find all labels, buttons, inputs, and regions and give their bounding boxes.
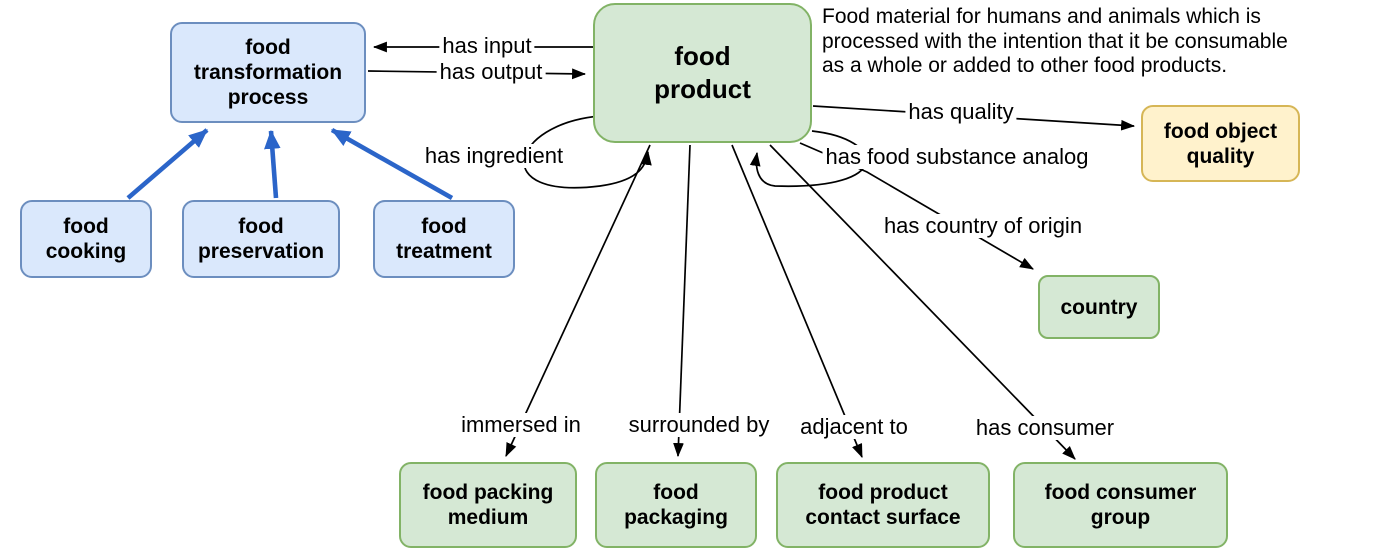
subclass-arrow-food-preservation bbox=[264, 129, 281, 199]
description-line: as a whole or added to other food produc… bbox=[822, 54, 1228, 77]
edge-label-has-food-substance-analog: has food substance analog bbox=[822, 145, 1092, 169]
node-label-line: packaging bbox=[624, 506, 728, 529]
node-food-packaging[interactable]: food packaging bbox=[595, 462, 757, 548]
edge-surrounded-by bbox=[673, 144, 691, 458]
edge-label-has-output: has output bbox=[436, 60, 546, 84]
node-label-line: food bbox=[674, 41, 731, 71]
edge-label-has-consumer: has consumer bbox=[972, 416, 1118, 440]
node-label-line: medium bbox=[447, 506, 529, 529]
edge-label-has-input: has input bbox=[439, 34, 535, 58]
node-label-line: food object bbox=[1163, 119, 1278, 143]
edge-immersed-in bbox=[505, 144, 651, 457]
node-label-line: group bbox=[1090, 506, 1151, 529]
edge-has-food-substance-analog-loop bbox=[749, 130, 867, 187]
node-country[interactable]: country bbox=[1038, 275, 1160, 339]
node-label-line: process bbox=[227, 86, 309, 109]
food-product-description: Food material for humans and animals whi… bbox=[822, 5, 1288, 79]
node-food-product[interactable]: food product bbox=[593, 3, 812, 143]
node-label-line: contact surface bbox=[805, 506, 961, 529]
node-food-product-contact-surface[interactable]: food product contact surface bbox=[776, 462, 990, 548]
node-label-line: preservation bbox=[197, 240, 325, 263]
node-food-treatment[interactable]: food treatment bbox=[373, 200, 515, 278]
node-label-line: cooking bbox=[45, 240, 127, 263]
node-food-preservation[interactable]: food preservation bbox=[182, 200, 340, 278]
node-food-transformation-process[interactable]: food transformation process bbox=[170, 22, 366, 123]
node-label-line: food bbox=[653, 481, 699, 504]
node-label-line: product bbox=[654, 74, 751, 104]
node-food-consumer-group[interactable]: food consumer group bbox=[1013, 462, 1228, 548]
node-label-line: food packing bbox=[422, 481, 554, 504]
edge-label-surrounded-by: surrounded by bbox=[625, 413, 773, 437]
node-label-line: country bbox=[1060, 295, 1138, 319]
node-food-object-quality[interactable]: food object quality bbox=[1141, 105, 1300, 182]
subclass-arrow-food-treatment bbox=[330, 127, 454, 201]
node-label-line: food bbox=[421, 215, 467, 238]
edge-label-has-quality: has quality bbox=[905, 100, 1017, 124]
node-label-line: food bbox=[63, 215, 109, 238]
edge-label-has-ingredient: has ingredient bbox=[421, 144, 567, 168]
node-label-line: food bbox=[238, 215, 284, 238]
node-label-line: transformation bbox=[193, 61, 343, 84]
node-label-line: food bbox=[245, 36, 291, 59]
description-line: processed with the intention that it be … bbox=[822, 29, 1288, 53]
description-line: Food material for humans and animals whi… bbox=[822, 5, 1261, 28]
edge-label-has-country-of-origin: has country of origin bbox=[880, 214, 1086, 238]
node-label-line: food consumer bbox=[1044, 481, 1197, 504]
node-label-line: quality bbox=[1186, 144, 1255, 168]
edge-label-immersed-in: immersed in bbox=[458, 413, 584, 437]
edge-has-consumer bbox=[769, 144, 1076, 460]
edge-has-ingredient-loop bbox=[523, 115, 652, 189]
node-food-packing-medium[interactable]: food packing medium bbox=[399, 462, 577, 548]
edge-label-adjacent-to: adjacent to bbox=[797, 415, 911, 439]
node-label-line: food product bbox=[818, 481, 948, 504]
subclass-arrow-food-cooking bbox=[126, 128, 209, 200]
node-label-line: treatment bbox=[396, 240, 492, 263]
node-food-cooking[interactable]: food cooking bbox=[20, 200, 152, 278]
edge-adjacent-to bbox=[731, 144, 863, 458]
